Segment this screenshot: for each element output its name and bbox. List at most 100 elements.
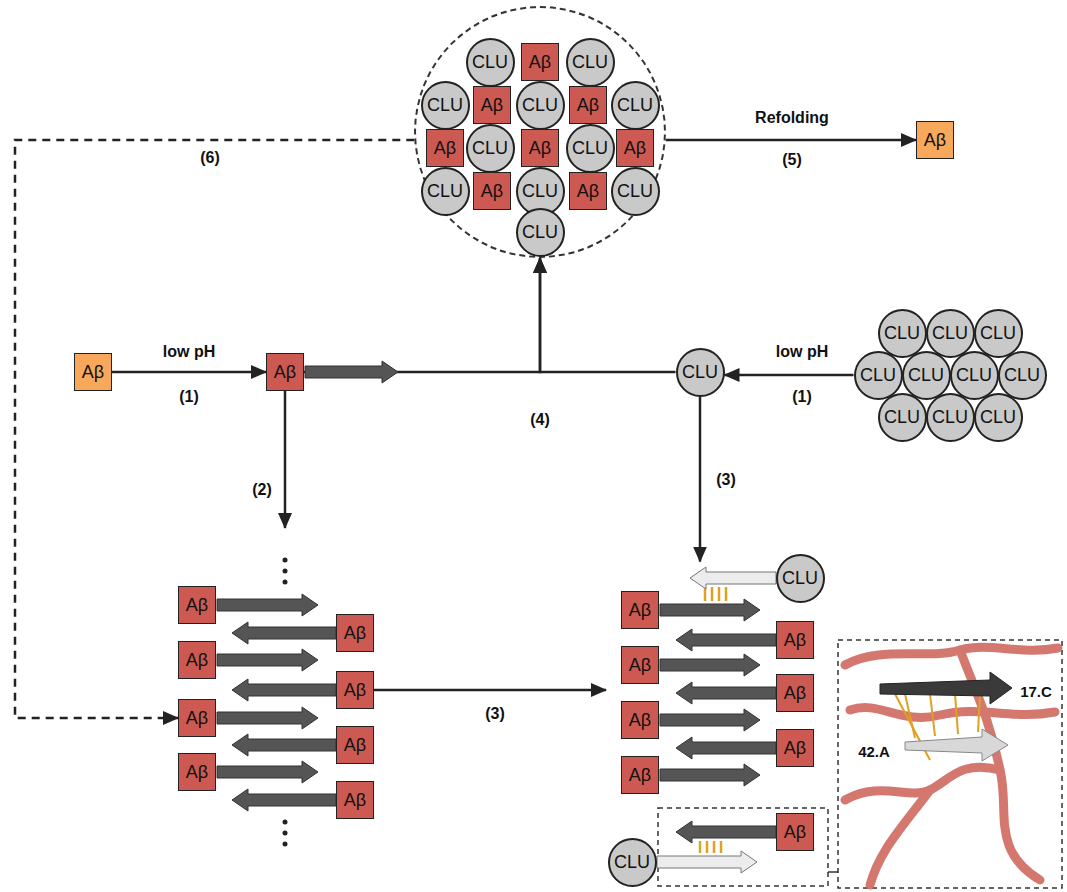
node-text: CLU — [472, 139, 508, 157]
clu-circle: CLU — [611, 81, 660, 130]
node-text: Aβ — [784, 684, 806, 702]
leader-line — [828, 871, 838, 873]
arrow-connector — [725, 374, 854, 377]
step-number: (3) — [485, 705, 505, 723]
node-text: CLU — [932, 324, 968, 342]
node-text: CLU — [860, 366, 896, 384]
clu-circle: CLU — [421, 167, 470, 216]
beta-strand — [232, 789, 336, 811]
node-text: Aβ — [577, 182, 599, 200]
abeta-box: Aβ — [336, 614, 374, 652]
beta-strand — [217, 707, 318, 729]
arrow-connector — [15, 140, 414, 718]
node-text: Aβ — [629, 656, 651, 674]
node-text: Aβ — [344, 791, 366, 809]
inset-frame — [838, 640, 1062, 888]
abeta-box: Aβ — [621, 646, 659, 684]
beta-strand — [232, 734, 336, 756]
clu-circle: CLU — [516, 81, 565, 130]
clu-circle: CLU — [974, 309, 1023, 358]
abeta-box: Aβ — [473, 86, 511, 124]
node-text: Aβ — [784, 823, 806, 841]
clu-circle: CLU — [516, 208, 565, 257]
beta-strand — [676, 629, 776, 651]
clu-circle: CLU — [466, 38, 515, 87]
beta-strand — [217, 649, 318, 671]
node-text: Aβ — [186, 596, 208, 614]
abeta-box: Aβ — [74, 353, 112, 391]
beta-strand — [660, 709, 760, 731]
clu-circle: CLU — [926, 393, 975, 442]
arrow-connector — [666, 139, 916, 142]
clu-circle: CLU — [566, 38, 615, 87]
step-number: (5) — [782, 151, 802, 169]
abeta-box: Aβ — [616, 129, 654, 167]
beta-strand — [905, 729, 1008, 761]
abeta-box: Aβ — [178, 753, 216, 791]
clu-circle: CLU — [776, 554, 825, 603]
abeta-box: Aβ — [336, 781, 374, 819]
node-text: Aβ — [186, 763, 208, 781]
clu-circle: CLU — [998, 351, 1047, 400]
node-text: Aβ — [577, 96, 599, 114]
beta-strand — [305, 361, 398, 383]
step-number: (2) — [252, 481, 272, 499]
clu-circle: CLU — [902, 351, 951, 400]
step-number: (6) — [200, 149, 220, 167]
node-text: Aβ — [481, 96, 503, 114]
beta-strand — [676, 682, 776, 704]
clu-circle: CLU — [974, 393, 1023, 442]
node-text: Aβ — [344, 681, 366, 699]
clu-circle: CLU — [878, 309, 927, 358]
step-number: (1) — [792, 388, 812, 406]
abeta-box: Aβ — [426, 129, 464, 167]
node-text: Aβ — [629, 601, 651, 619]
node-text: Aβ — [629, 711, 651, 729]
clu-circle: CLU — [466, 124, 515, 173]
node-text: Aβ — [344, 736, 366, 754]
abeta-box: Aβ — [521, 43, 559, 81]
abeta-box: Aβ — [336, 726, 374, 764]
arrow-connector — [374, 689, 606, 692]
node-text: CLU — [522, 96, 558, 114]
node-text: CLU — [980, 408, 1016, 426]
beta-strand — [657, 851, 757, 873]
abeta-box: Aβ — [521, 129, 559, 167]
clu-circle: CLU — [566, 124, 615, 173]
clu-circle: CLU — [421, 81, 470, 130]
abeta-box: Aβ — [266, 353, 304, 391]
abeta-box: Aβ — [178, 641, 216, 679]
node-text: Aβ — [529, 139, 551, 157]
abeta-box: Aβ — [776, 729, 814, 767]
node-text: CLU — [884, 324, 920, 342]
residue-label: 42.A — [858, 744, 890, 761]
beta-strand — [660, 599, 760, 621]
node-text: Aβ — [344, 624, 366, 642]
node-text: Aβ — [186, 651, 208, 669]
highlight-box — [658, 808, 828, 886]
node-text: CLU — [956, 366, 992, 384]
arrow-connector — [699, 397, 702, 562]
node-text: Aβ — [624, 139, 646, 157]
node-text: Aβ — [784, 631, 806, 649]
node-text: CLU — [572, 53, 608, 71]
abeta-box: Aβ — [569, 86, 607, 124]
abeta-box: Aβ — [776, 621, 814, 659]
clu-circle: CLU — [926, 309, 975, 358]
node-text: CLU — [427, 96, 463, 114]
beta-strand — [660, 764, 760, 786]
residue-label: 17.C — [1020, 684, 1052, 701]
abeta-box: Aβ — [776, 674, 814, 712]
node-text: CLU — [782, 569, 818, 587]
arrow-connector — [540, 258, 676, 372]
node-text: Aβ — [481, 182, 503, 200]
node-text: CLU — [572, 139, 608, 157]
beta-strand — [676, 737, 776, 759]
abeta-box: Aβ — [776, 813, 814, 851]
beta-strand — [217, 761, 318, 783]
edge-label: low pH — [161, 343, 217, 361]
node-text: CLU — [472, 53, 508, 71]
clu-circle: CLU — [854, 351, 903, 400]
node-text: Aβ — [924, 131, 946, 149]
abeta-box: Aβ — [178, 586, 216, 624]
